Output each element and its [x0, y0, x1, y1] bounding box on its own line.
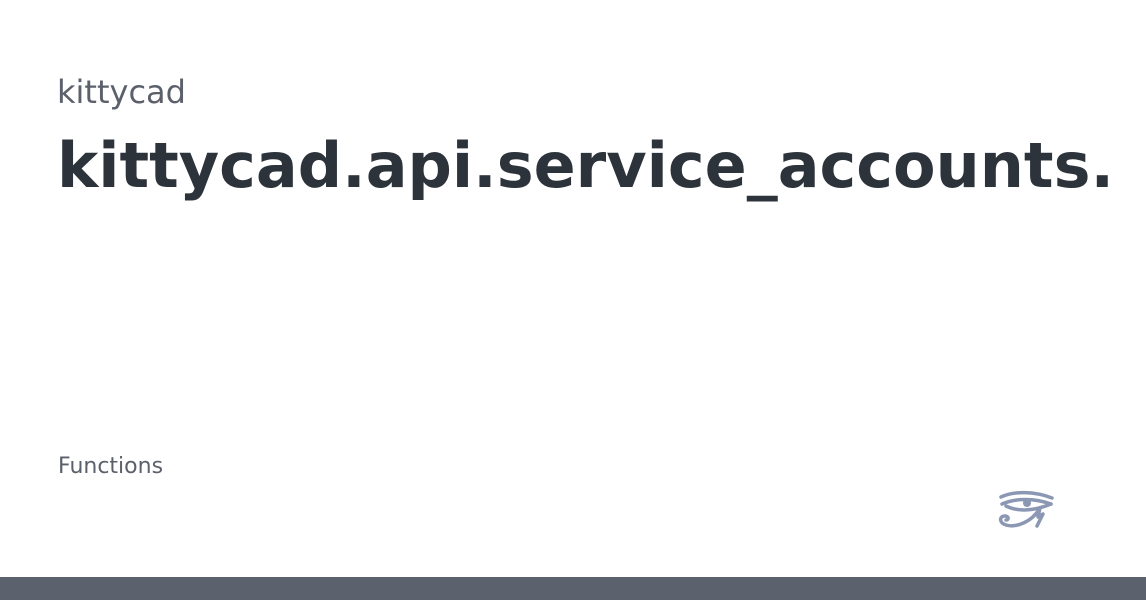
eye-pupil [1023, 499, 1031, 507]
package-name: kittycad [57, 73, 186, 111]
section-label: Functions [58, 454, 164, 479]
footer-bar [0, 577, 1146, 600]
eye-of-horus-icon [998, 490, 1054, 528]
module-title: kittycad.api.service_accounts. [57, 129, 1115, 202]
